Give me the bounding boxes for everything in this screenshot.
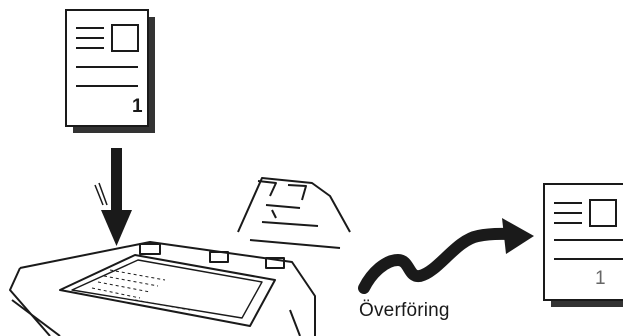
scanner-icon [10,178,350,336]
down-arrow-icon [101,148,132,246]
curved-arrow-icon [364,218,534,288]
motion-lines [95,183,107,205]
source-page-number: 1 [132,96,143,118]
received-page-number: 1 [595,268,606,290]
received-document-icon [544,184,623,307]
transfer-label: Överföring [359,300,450,322]
